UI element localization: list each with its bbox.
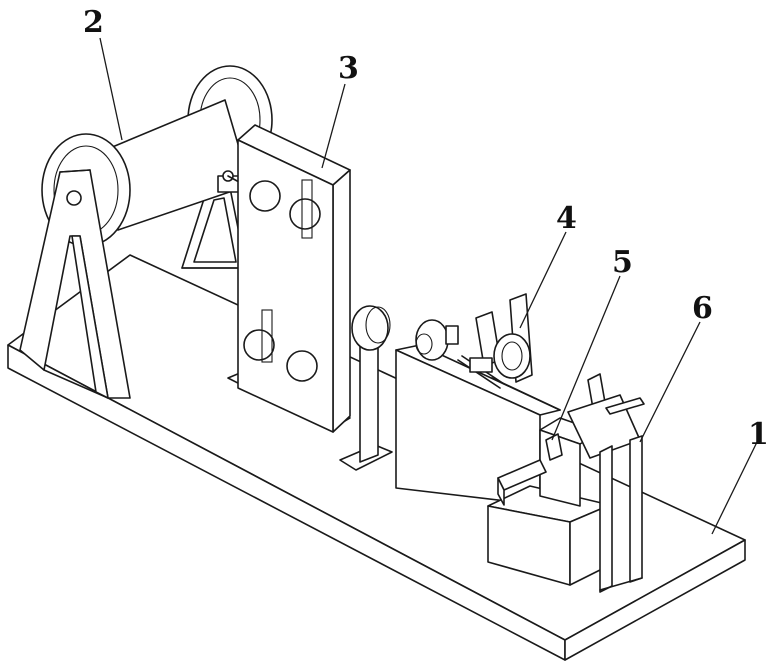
leader-3	[322, 84, 345, 168]
label-base: 1	[748, 417, 769, 452]
axle-bolt	[67, 191, 81, 205]
label-drive-unit: 5	[612, 245, 633, 280]
roller	[244, 330, 274, 360]
leader-4	[520, 232, 566, 328]
roller-panel	[228, 125, 350, 432]
roller	[250, 181, 280, 211]
label-spool: 2	[83, 5, 104, 40]
label-clamp-unit: 4	[556, 201, 577, 236]
leader-6	[640, 322, 700, 442]
leader-1	[712, 440, 758, 534]
label-frame: 6	[692, 291, 713, 326]
roller	[287, 351, 317, 381]
leader-2	[100, 38, 122, 140]
roller	[290, 199, 320, 229]
label-roller-panel: 3	[338, 51, 359, 86]
